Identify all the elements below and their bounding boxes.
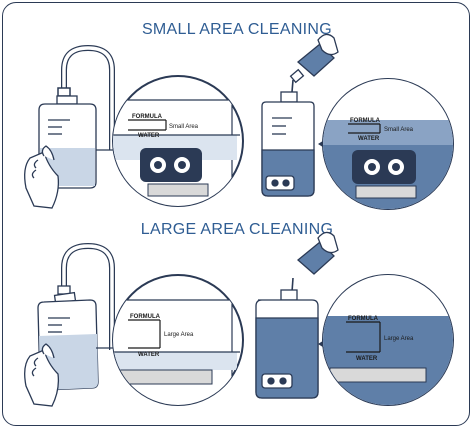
small-area-title: SMALL AREA CLEANING bbox=[141, 21, 333, 38]
outer-frame bbox=[2, 2, 470, 426]
area-label: Small Area bbox=[169, 124, 199, 130]
zoom-circle-large-right: FORMULA WATER Large Area bbox=[322, 274, 454, 406]
formula-label: FORMULA bbox=[348, 316, 379, 322]
water-label: WATER bbox=[356, 356, 378, 362]
formula-bottle-icon bbox=[291, 231, 339, 293]
tank-icon bbox=[261, 91, 315, 197]
formula-label: FORMULA bbox=[350, 118, 381, 124]
formula-label: FORMULA bbox=[130, 314, 161, 320]
hand-icon bbox=[24, 145, 60, 209]
water-label: WATER bbox=[358, 136, 380, 142]
zoom-circle-small-left: FORMULA WATER Small Area bbox=[112, 75, 244, 207]
formula-label: FORMULA bbox=[132, 114, 163, 120]
large-area-title: LARGE AREA CLEANING bbox=[140, 221, 334, 238]
zoom-circle-small-right: FORMULA WATER Small Area bbox=[322, 78, 454, 210]
formula-bottle-icon bbox=[289, 33, 339, 93]
faucet-icon bbox=[57, 242, 115, 350]
tank-icon bbox=[255, 289, 319, 399]
water-label: WATER bbox=[138, 352, 160, 358]
area-label: Small Area bbox=[384, 127, 414, 133]
hand-icon bbox=[24, 343, 60, 407]
zoom-circle-large-left: FORMULA WATER Large Area bbox=[112, 274, 244, 406]
area-label: Large Area bbox=[384, 336, 414, 342]
water-label: WATER bbox=[138, 133, 160, 139]
area-label: Large Area bbox=[164, 332, 194, 338]
